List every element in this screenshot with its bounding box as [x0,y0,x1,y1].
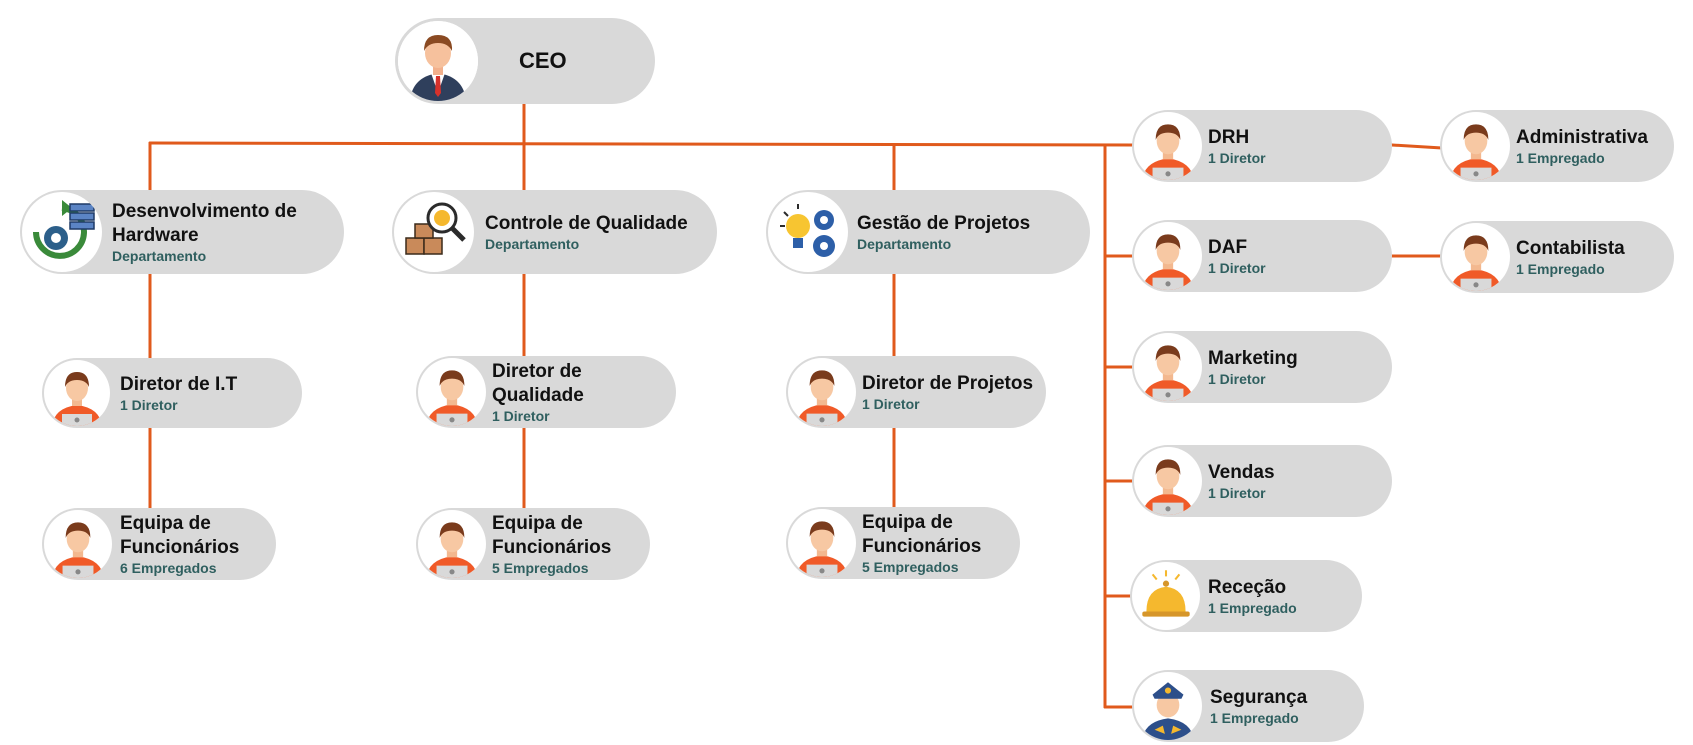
side-unit-node: Receção 1 Empregado [1130,560,1362,632]
ceo-title: CEO [519,48,567,73]
side-unit-node: Segurança 1 Empregado [1132,670,1364,742]
quality-magnifier-icon [394,192,474,272]
side-unit-title: DAF [1208,236,1248,258]
employee-icon [44,510,112,578]
department-node: Controle de Qualidade Departamento [392,190,717,274]
sub-unit-title: Contabilista [1516,237,1625,259]
team-node: Equipa de Funcionários 6 Empregados [42,508,276,580]
department-subtitle: Departamento [112,247,207,264]
side-unit-subtitle: 1 Diretor [1208,149,1266,166]
side-unit-subtitle: 1 Empregado [1210,709,1299,726]
employee-icon [1442,223,1510,291]
director-subtitle: 1 Diretor [120,396,178,413]
side-unit-node: Marketing 1 Diretor [1132,331,1392,403]
employee-icon [788,358,856,426]
side-unit-subtitle: 1 Diretor [1208,259,1266,276]
department-title: Desenvolvimento de Hardware [112,200,297,246]
side-unit-title: Receção [1208,576,1287,598]
team-subtitle: 5 Empregados [492,559,589,576]
sub-unit-title: Administrativa [1516,126,1648,148]
sub-unit-node: Administrativa 1 Empregado [1440,110,1674,182]
employee-icon [1134,222,1202,290]
team-title: Equipa de Funcionários [120,512,240,558]
team-subtitle: 5 Empregados [862,558,959,575]
director-subtitle: 1 Diretor [862,395,920,412]
director-node: Diretor de Qualidade 1 Diretor [416,356,676,428]
ceo-node: CEO [395,18,655,104]
team-title: Equipa de Funcionários [492,512,612,558]
reception-bell-icon [1132,562,1200,630]
director-node: Diretor de Projetos 1 Diretor [786,356,1046,428]
team-subtitle: 6 Empregados [120,559,217,576]
side-unit-subtitle: 1 Diretor [1208,370,1266,387]
team-node: Equipa de Funcionários 5 Empregados [416,508,650,580]
security-guard-icon [1134,672,1202,740]
team-title: Equipa de Funcionários [862,511,982,557]
employee-icon [418,510,486,578]
department-title: Controle de Qualidade [485,212,688,234]
side-unit-node: DRH 1 Diretor [1132,110,1392,182]
sub-unit-node: Contabilista 1 Empregado [1440,221,1674,293]
employee-icon [1134,447,1202,515]
employee-icon [418,358,486,426]
side-unit-title: Segurança [1210,686,1308,708]
director-title: Diretor de Qualidade [492,360,584,406]
employee-icon [1134,333,1202,401]
department-node: Gestão de Projetos Departamento [766,190,1090,274]
side-unit-title: Vendas [1208,461,1275,483]
director-subtitle: 1 Diretor [492,407,550,424]
hardware-cycle-icon [22,192,102,272]
director-title: Diretor de I.T [120,373,238,395]
team-node: Equipa de Funcionários 5 Empregados [786,507,1020,579]
businessman-icon [398,21,478,101]
sub-unit-subtitle: 1 Empregado [1516,260,1605,277]
side-unit-title: DRH [1208,126,1250,148]
employee-icon [1134,112,1202,180]
employee-icon [44,360,110,426]
sub-unit-subtitle: 1 Empregado [1516,149,1605,166]
side-unit-subtitle: 1 Diretor [1208,484,1266,501]
idea-gears-icon [768,192,848,272]
department-title: Gestão de Projetos [857,212,1031,234]
department-subtitle: Departamento [485,235,580,252]
department-subtitle: Departamento [857,235,952,252]
side-unit-node: Vendas 1 Diretor [1132,445,1392,517]
employee-icon [788,509,856,577]
department-node: Desenvolvimento de Hardware Departamento [20,190,344,274]
director-title: Diretor de Projetos [862,372,1034,394]
side-unit-subtitle: 1 Empregado [1208,599,1297,616]
side-unit-title: Marketing [1208,347,1298,369]
director-node: Diretor de I.T 1 Diretor [42,358,302,428]
side-unit-node: DAF 1 Diretor [1132,220,1392,292]
employee-icon [1442,112,1510,180]
